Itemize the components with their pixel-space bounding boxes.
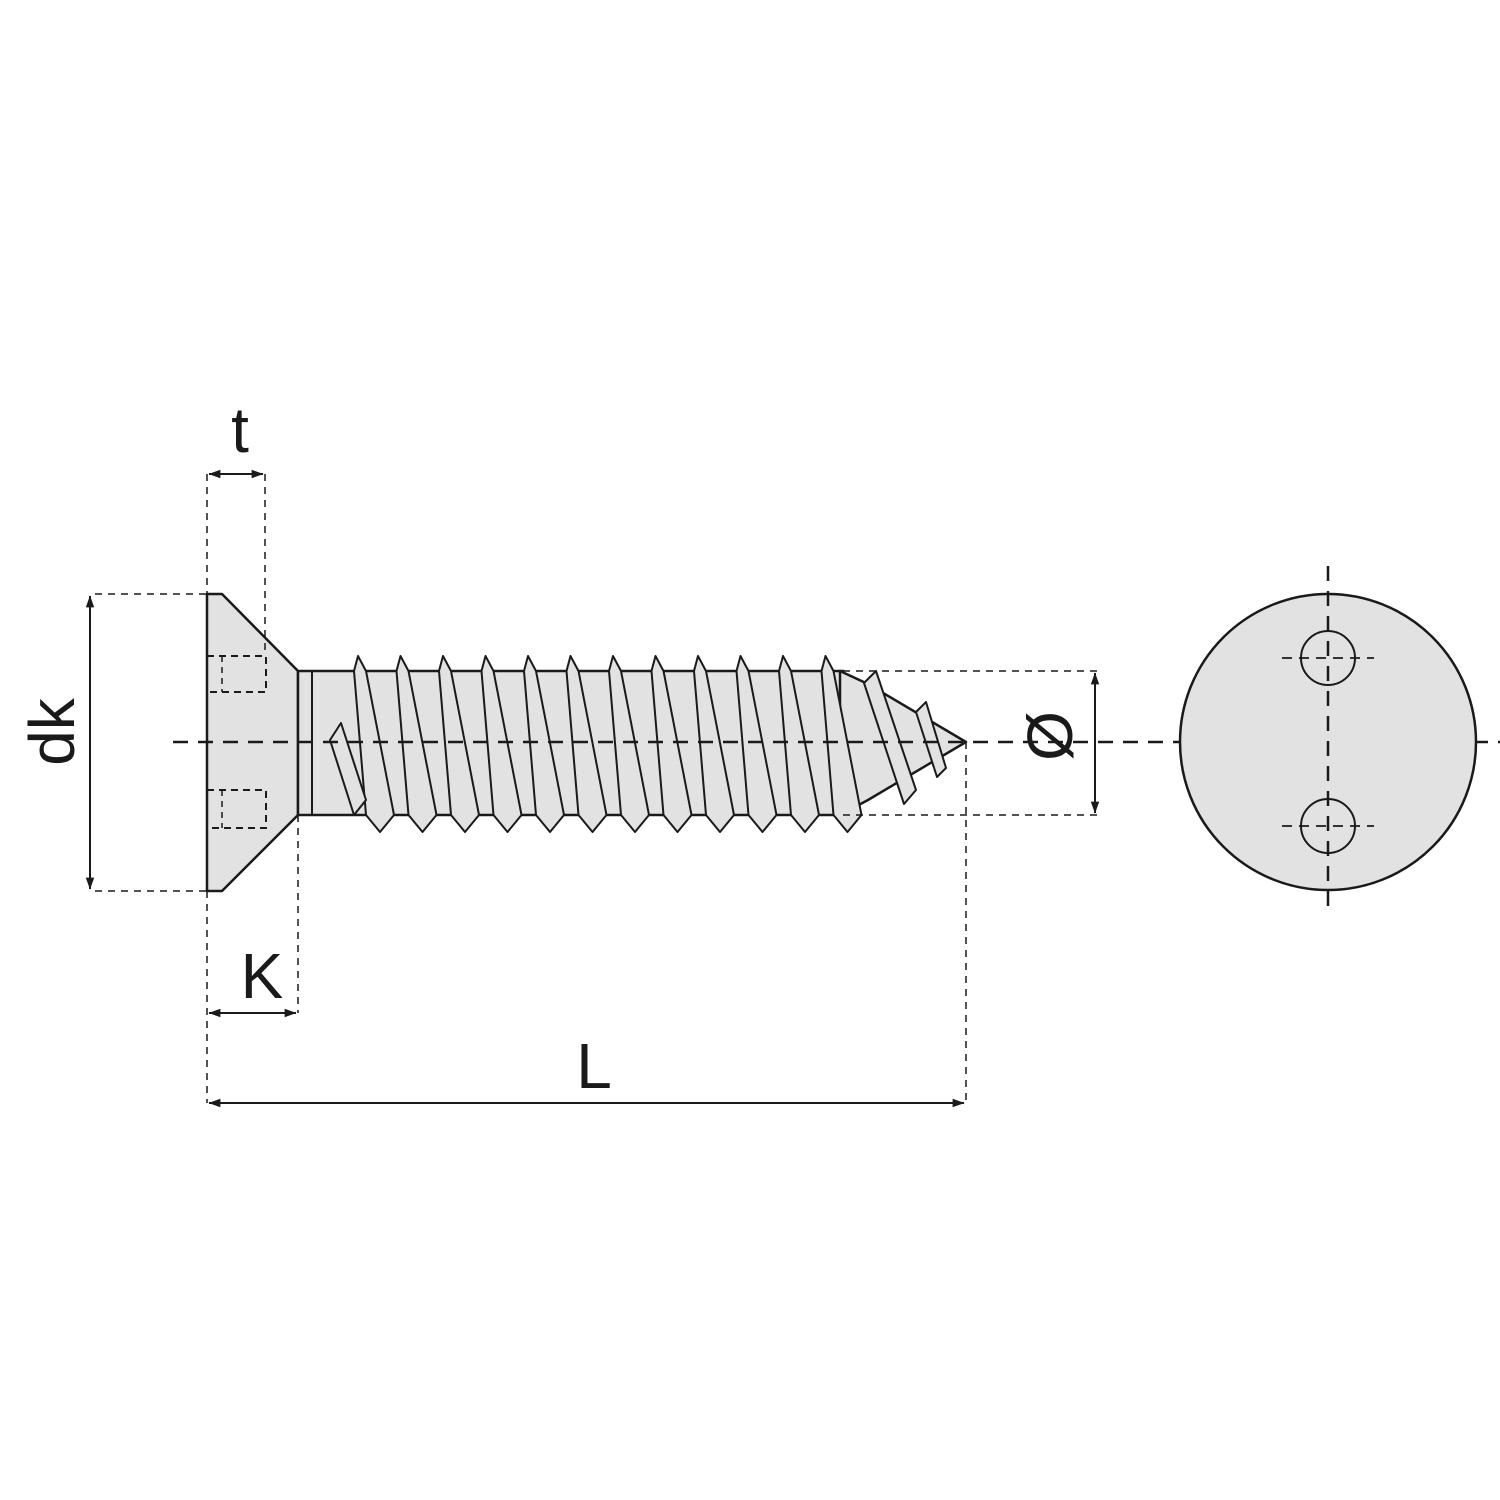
tip-thread-1 — [863, 670, 917, 805]
thread-crest — [650, 655, 693, 833]
k-label: K — [241, 940, 284, 1012]
thread-crest — [565, 655, 608, 833]
thread-crest — [608, 655, 650, 833]
thread-crest — [438, 655, 480, 833]
tip-thread-2 — [915, 701, 947, 778]
thread-crest — [523, 655, 565, 833]
diameter-label: Ø — [1014, 711, 1086, 761]
t-label: t — [231, 394, 249, 466]
extension-lines — [95, 474, 1098, 1103]
screw-head-end-view — [1178, 566, 1478, 906]
dk-label: dk — [16, 697, 88, 766]
thread-crest — [778, 655, 820, 833]
thread-crest — [480, 655, 523, 833]
thread-crest — [395, 655, 438, 833]
thread-crest — [353, 655, 395, 833]
hidden-slot-lower — [207, 789, 267, 829]
l-label: L — [576, 1030, 612, 1102]
dimension-lines — [85, 469, 1100, 1108]
thread-crest — [735, 655, 778, 833]
thread-crest — [693, 655, 735, 833]
thread-start — [329, 722, 367, 816]
screw-threads — [353, 655, 863, 833]
hidden-slot-upper — [207, 655, 267, 693]
